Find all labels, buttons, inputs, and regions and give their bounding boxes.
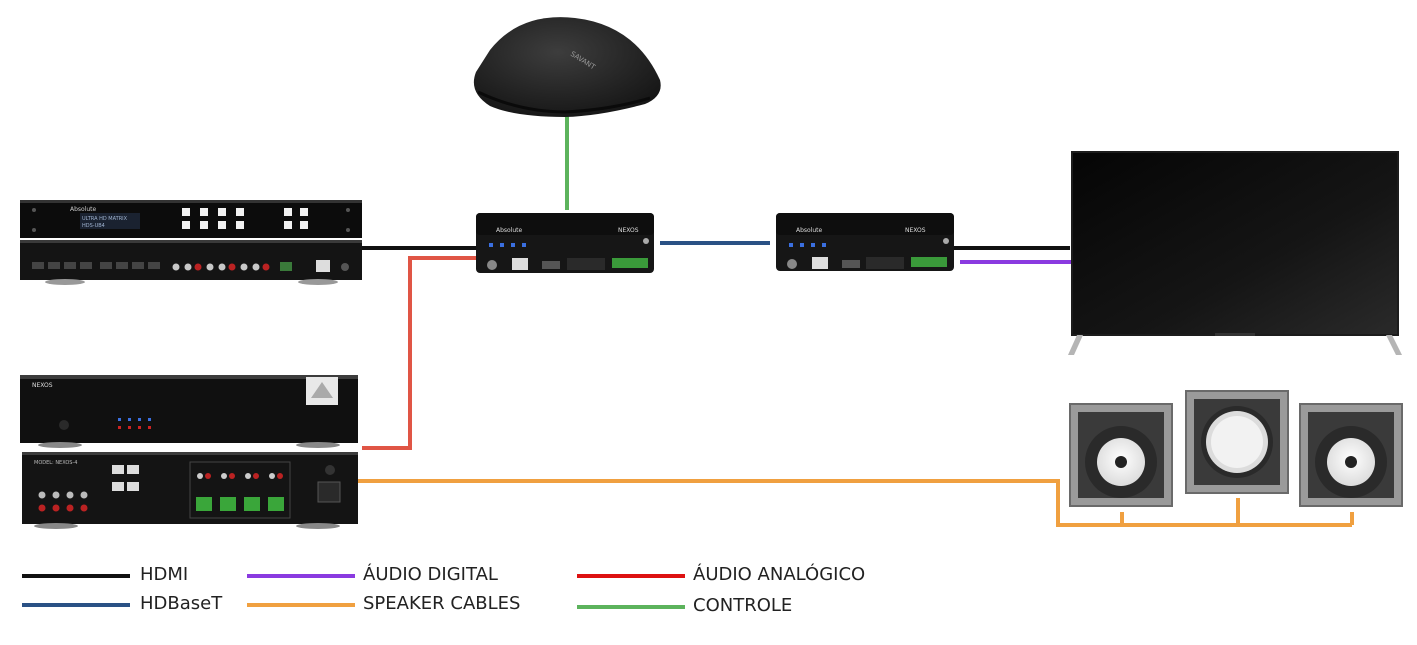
legend-label: HDBaseT — [140, 593, 223, 614]
legend-swatch — [247, 603, 355, 607]
nexos-receiver: Absolute NEXOS — [776, 213, 954, 271]
tx-brand: Absolute — [496, 227, 523, 234]
tx-product: NEXOS — [618, 227, 639, 234]
matrix-lcd-line2: HDS-UB4 — [82, 223, 105, 229]
hdmi-matrix-switcher: Absolute ULTRA HD MATRIX HDS-UB4 — [20, 200, 362, 285]
amp-brand: NEXOS — [32, 382, 53, 389]
legend-swatch — [22, 603, 130, 607]
legend-label: SPEAKER CABLES — [363, 593, 521, 614]
legend-swatch — [577, 605, 685, 609]
speaker-center — [1185, 390, 1289, 494]
matrix-brand: Absolute — [70, 206, 97, 213]
television — [1068, 151, 1402, 355]
matrix-lcd-line1: ULTRA HD MATRIX — [82, 216, 128, 222]
matrix-lcd — [80, 213, 140, 229]
legend-swatch — [22, 574, 130, 578]
legend-label: ÁUDIO DIGITAL — [363, 564, 498, 585]
rx-product: NEXOS — [905, 227, 926, 234]
rx-brand: Absolute — [796, 227, 823, 234]
cable-speaker — [357, 479, 1354, 527]
legend-label: ÁUDIO ANALÓGICO — [693, 564, 866, 585]
nexos-amplifier: NEXOS MODEL: NEXOS-4 — [20, 375, 358, 529]
speaker-left — [1069, 403, 1173, 507]
cable-audio-analog — [362, 256, 478, 450]
legend-label: CONTROLE — [693, 595, 793, 616]
amp-model: MODEL: NEXOS-4 — [34, 460, 77, 466]
speaker-right — [1299, 403, 1403, 507]
legend-label: HDMI — [140, 564, 189, 585]
legend-swatch — [577, 574, 685, 578]
legend-swatch — [247, 574, 355, 578]
savant-controller: SAVANT — [473, 17, 661, 117]
nexos-transmitter: Absolute NEXOS — [476, 213, 654, 273]
